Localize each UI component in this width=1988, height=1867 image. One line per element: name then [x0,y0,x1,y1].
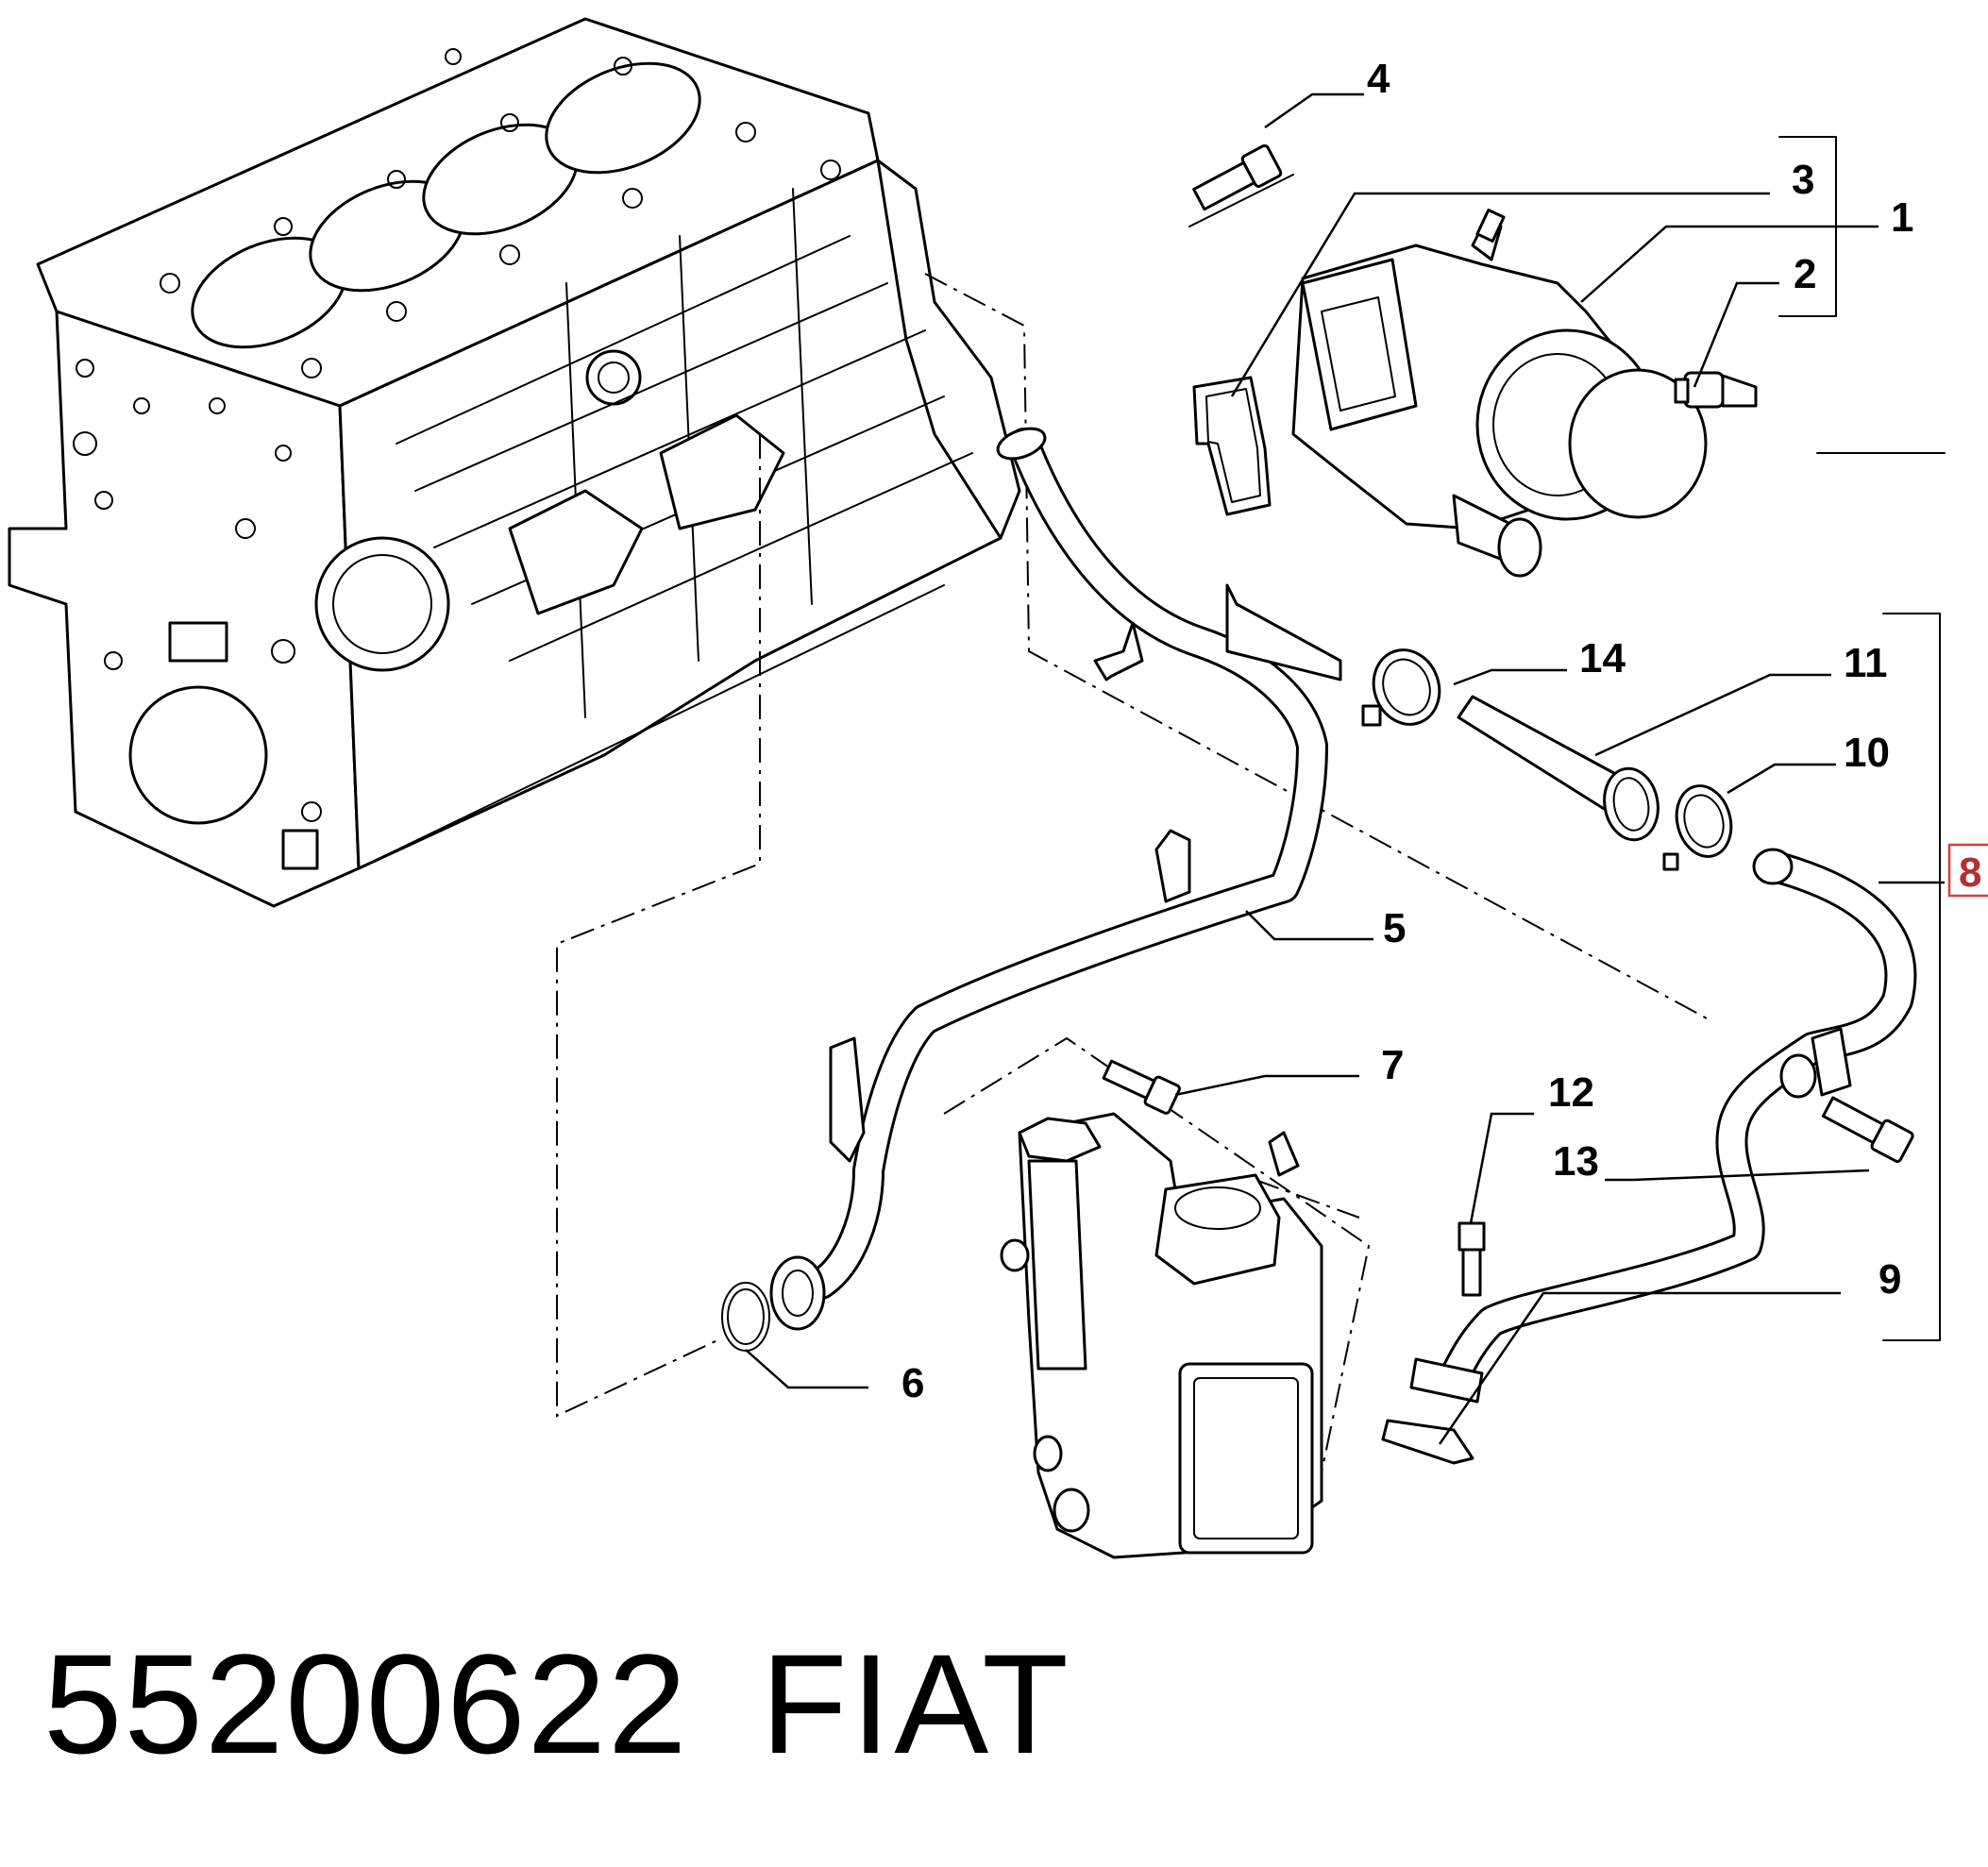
callout-4: 4 [1367,56,1390,102]
callout-3: 3 [1792,157,1814,203]
bolt-part-12 [1457,1221,1486,1297]
callout-6: 6 [901,1360,924,1406]
brand-label: FIAT [761,1624,1072,1783]
callout-11: 11 [1844,640,1888,686]
bolt-part-4 [1192,143,1283,211]
oil-filter-housing [1000,1112,1323,1559]
callout-2: 2 [1794,251,1816,297]
bolt-part-7 [1102,1059,1181,1115]
callout-8: 8 [1959,849,1981,896]
clamp-part-14 [1361,648,1441,727]
leader-lines [745,93,1945,1445]
o-ring-part-6 [721,1282,770,1352]
rubber-hose-part-11 [1457,695,1659,842]
bolt-part-13 [1821,1096,1914,1163]
callout-12: 12 [1548,1069,1594,1116]
thermostat-housing [1291,209,1708,578]
callout-5: 5 [1383,905,1406,951]
callout-13: 13 [1553,1138,1599,1185]
callout-7: 7 [1381,1042,1404,1088]
gasket-part-9 [1381,1419,1474,1465]
coolant-pipe-part-9 [1409,848,1917,1404]
callout-8-highlight-box [1947,843,1988,898]
callout-14: 14 [1579,635,1626,681]
engine-block [8,17,1021,908]
sensor-part-2 [1674,371,1758,409]
callout-10: 10 [1844,730,1890,776]
callout-labels: 4 3 1 2 14 11 10 8 5 7 12 13 9 6 [901,56,1988,1406]
gasket-part-3 [1192,376,1272,516]
part-number-label: 55200622 [43,1624,689,1783]
callout-9: 9 [1878,1256,1901,1303]
callout-1: 1 [1891,194,1913,241]
coolant-pipe-part-5 [769,427,1342,1331]
clamp-part-10 [1662,784,1733,871]
